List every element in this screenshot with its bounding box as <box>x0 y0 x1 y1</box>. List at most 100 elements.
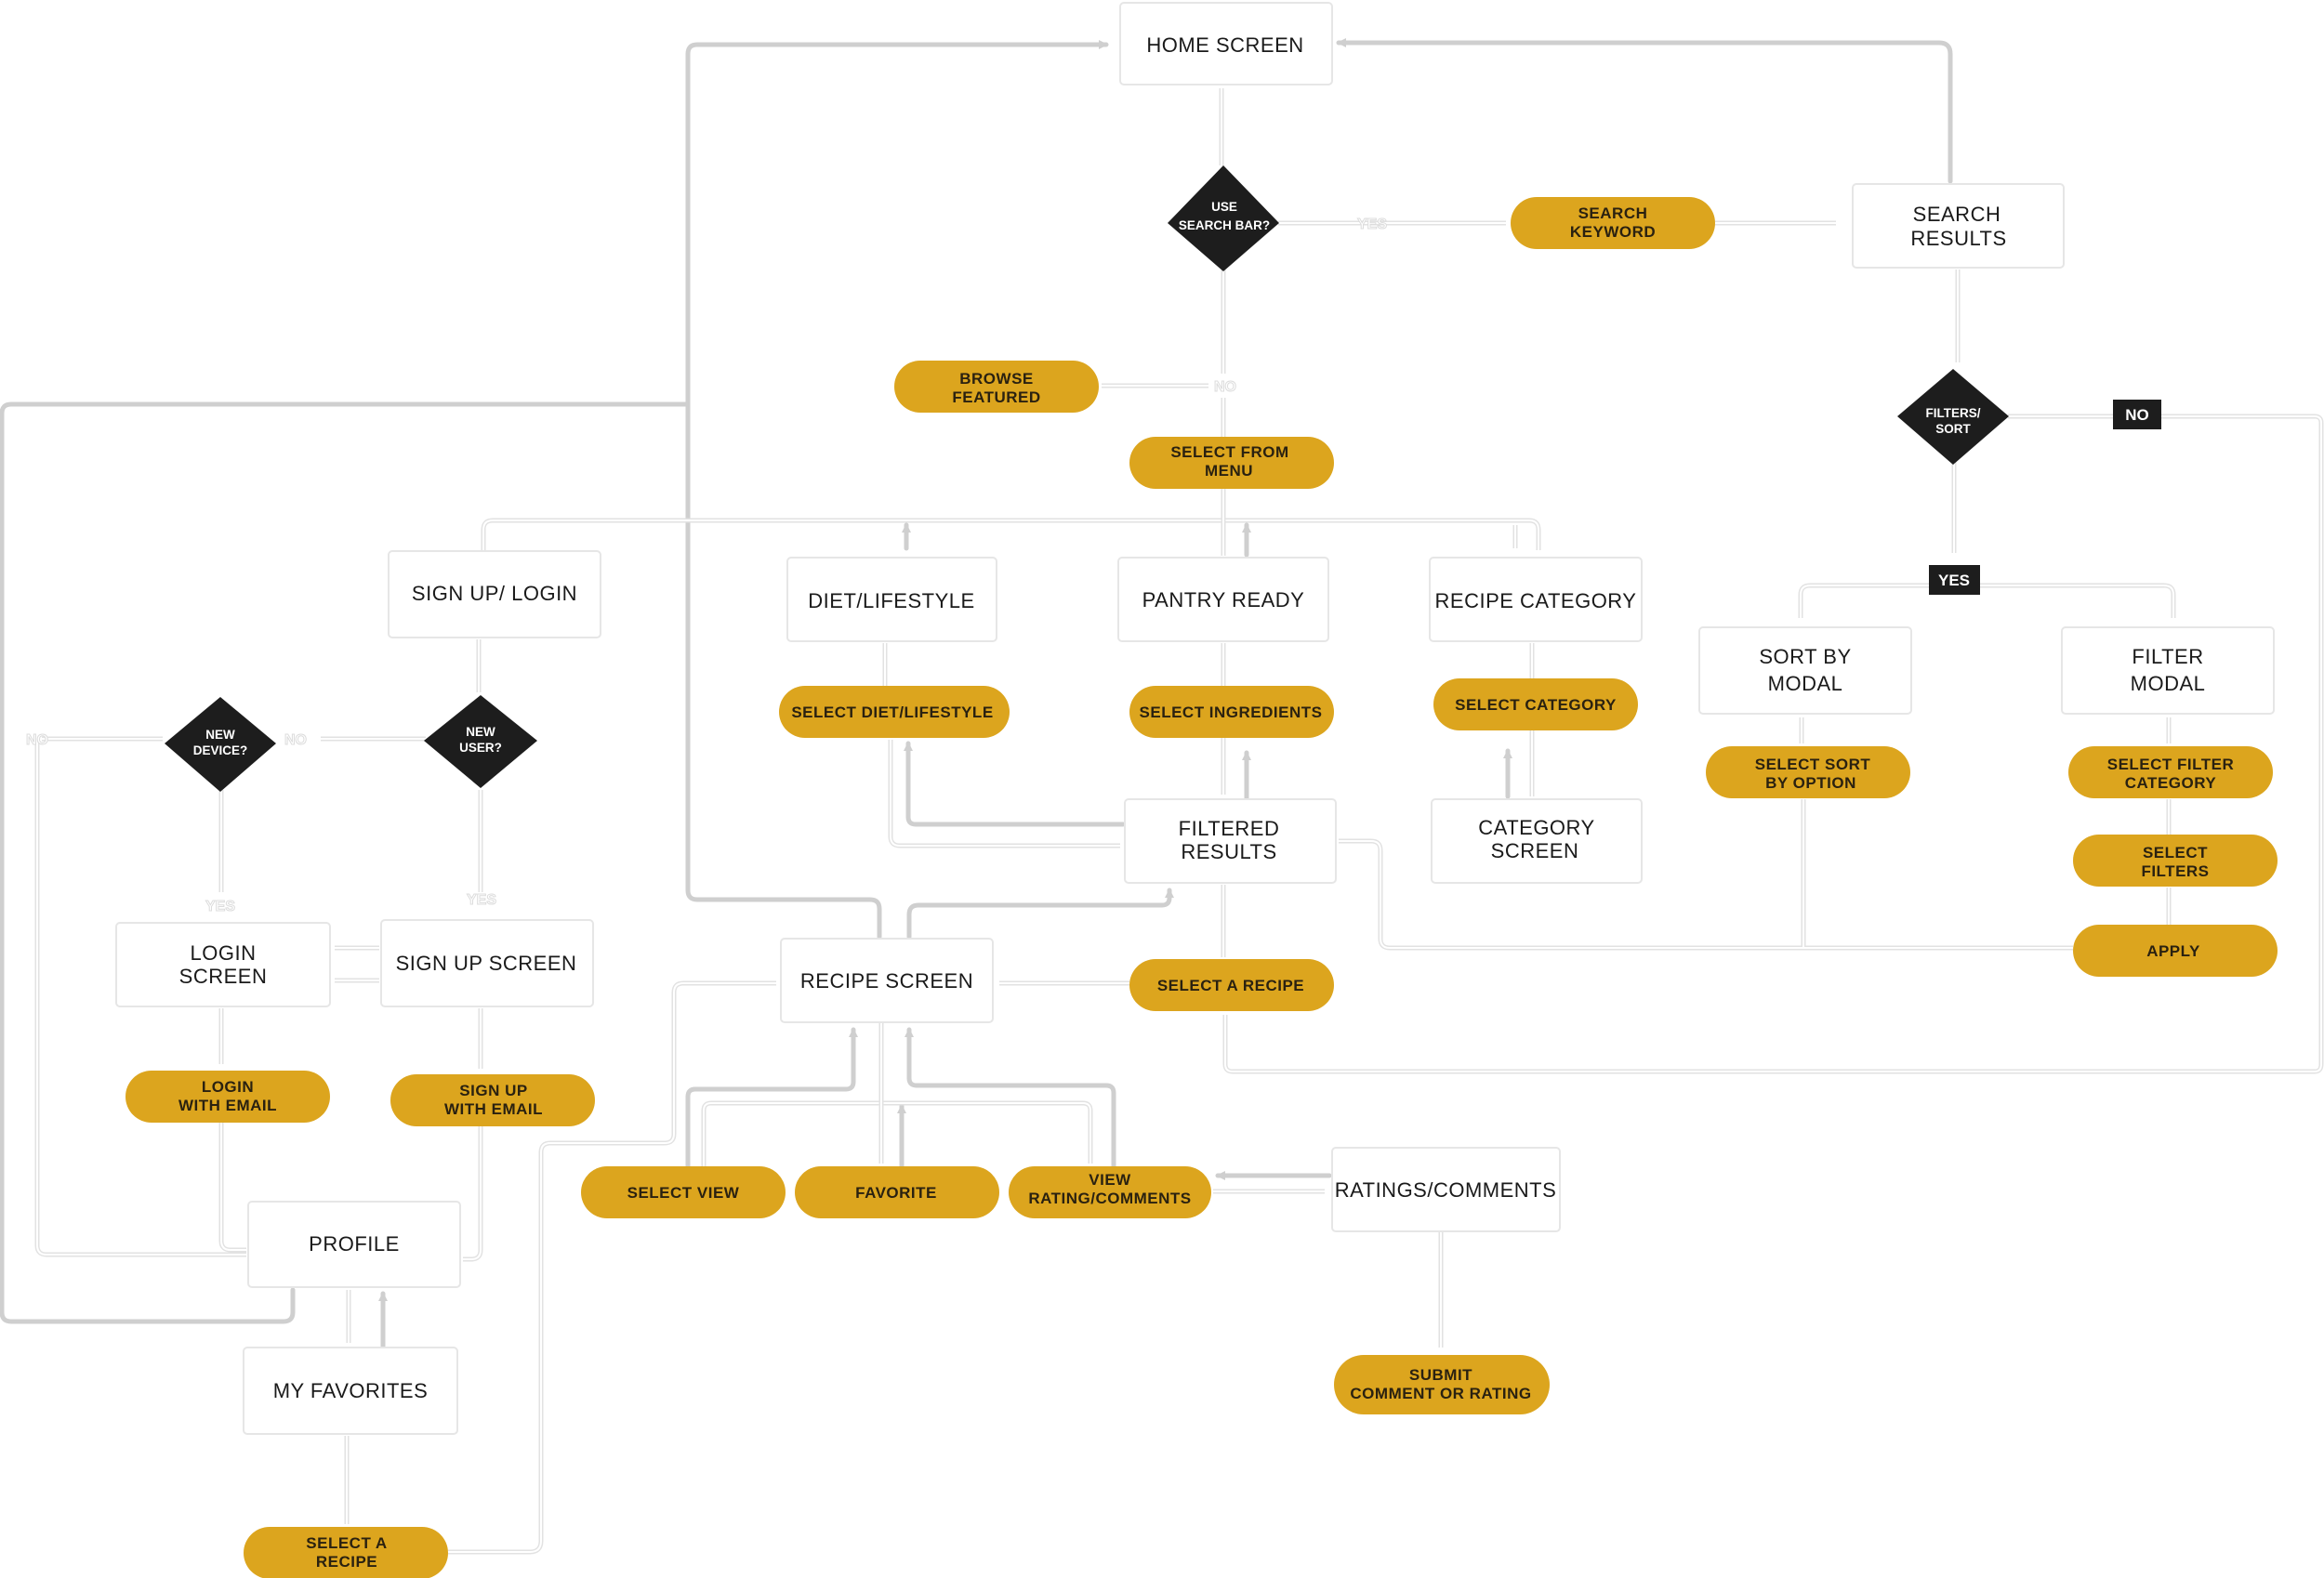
select-category-label: SELECT CATEGORY <box>1455 696 1617 714</box>
signup-with-email-line2: WITH EMAIL <box>444 1100 543 1118</box>
process-pantry-ready: PANTRY READY <box>1117 557 1329 642</box>
connector-search-results-to-home <box>1336 38 1953 184</box>
edge-labels: YES NO NO NO YES YES <box>26 217 1388 915</box>
process-diet-lifestyle: DIET/LIFESTYLE <box>786 557 997 642</box>
select-filter-category-line1: SELECT FILTER <box>2107 756 2235 773</box>
filtered-results-line1: FILTERED <box>1179 817 1280 840</box>
primary-connectors <box>0 38 1953 1350</box>
search-results-label-line1: SEARCH <box>1913 203 2001 226</box>
signup-login-label: SIGN UP/ LOGIN <box>412 582 577 605</box>
search-results-label-line2: RESULTS <box>1910 227 2006 250</box>
action-select-diet-lifestyle: SELECT DIET/LIFESTYLE <box>779 686 1010 738</box>
connector-yes-split <box>1798 583 2176 618</box>
use-search-bar-line1: USE <box>1211 200 1237 214</box>
action-select-sort-option: SELECT SORT BY OPTION <box>1706 746 1910 798</box>
device-no-right-label: NO <box>284 732 307 748</box>
process-signup-login: SIGN UP/ LOGIN <box>388 550 601 638</box>
action-select-a-recipe: SELECT A RECIPE <box>1129 959 1334 1011</box>
apply-label: APPLY <box>2146 942 2200 960</box>
category-screen-line1: CATEGORY <box>1478 816 1594 839</box>
tag-filters-yes: YES <box>1929 565 1980 595</box>
process-ratings-comments: RATINGS/COMMENTS <box>1331 1147 1561 1232</box>
search-keyword-line2: KEYWORD <box>1570 223 1656 241</box>
use-search-bar-line2: SEARCH BAR? <box>1179 218 1270 232</box>
sort-by-modal-line1: SORT BY <box>1759 645 1851 668</box>
action-select-filters: SELECT FILTERS <box>2073 835 2278 887</box>
submit-comment-line1: SUBMIT <box>1409 1366 1472 1384</box>
browse-featured-line1: BROWSE <box>959 370 1034 388</box>
pantry-ready-label: PANTRY READY <box>1142 588 1305 611</box>
signup-screen-label: SIGN UP SCREEN <box>396 952 577 975</box>
process-search-results: SEARCH RESULTS <box>1852 183 2065 269</box>
action-select-ingredients: SELECT INGREDIENTS <box>1129 686 1334 738</box>
action-signup-with-email: SIGN UP WITH EMAIL <box>390 1074 595 1126</box>
process-my-favorites: MY FAVORITES <box>243 1347 458 1435</box>
device-yes-label: YES <box>205 899 235 914</box>
action-browse-featured: BROWSE FEATURED <box>894 361 1099 413</box>
connector-filtered-to-diet <box>904 741 1126 827</box>
connector-recipe-to-home <box>685 40 1109 940</box>
ratings-comments-label: RATINGS/COMMENTS <box>1335 1178 1557 1202</box>
search-no-label: NO <box>1214 379 1236 395</box>
decision-filters-sort: FILTERS/ SORT <box>1897 369 2009 465</box>
new-device-line1: NEW <box>205 728 235 742</box>
action-view-ratings-comments: VIEW RATING/COMMENTS <box>1009 1166 1211 1218</box>
favorite-label: FAVORITE <box>855 1184 937 1202</box>
profile-label: PROFILE <box>309 1232 400 1256</box>
login-screen-line1: LOGIN <box>191 941 257 965</box>
connector-select-view-to-recipe <box>685 1027 858 1169</box>
action-search-keyword: SEARCH KEYWORD <box>1511 197 1715 249</box>
view-ratings-line2: RATING/COMMENTS <box>1028 1190 1191 1207</box>
action-submit-comment: SUBMIT COMMENT OR RATING <box>1334 1355 1550 1414</box>
tag-filters-no: NO <box>2113 400 2161 429</box>
select-a-recipe-fav-line2: RECIPE <box>316 1553 377 1571</box>
process-login-screen: LOGIN SCREEN <box>115 922 331 1007</box>
signup-with-email-line1: SIGN UP <box>459 1082 527 1099</box>
new-user-line1: NEW <box>466 725 495 739</box>
select-filters-line1: SELECT <box>2143 844 2208 861</box>
connector-signup-email-to-profile <box>463 1126 483 1262</box>
process-signup-screen: SIGN UP SCREEN <box>380 919 594 1007</box>
secondary-connectors <box>34 88 2324 1555</box>
select-sort-line1: SELECT SORT <box>1755 756 1871 773</box>
select-a-recipe-label: SELECT A RECIPE <box>1157 977 1304 994</box>
select-diet-lifestyle-label: SELECT DIET/LIFESTYLE <box>791 704 993 721</box>
category-screen-line2: SCREEN <box>1491 839 1579 862</box>
filtered-results-line2: RESULTS <box>1181 840 1276 863</box>
view-ratings-line1: VIEW <box>1089 1171 1131 1189</box>
process-filtered-results: FILTERED RESULTS <box>1124 798 1337 884</box>
home-screen-label: HOME SCREEN <box>1146 33 1303 57</box>
connector-diet-to-filtered <box>888 740 1120 848</box>
action-login-with-email: LOGIN WITH EMAIL <box>125 1071 330 1123</box>
select-filters-line2: FILTERS <box>2141 862 2209 880</box>
submit-comment-line2: COMMENT OR RATING <box>1350 1385 1531 1402</box>
search-keyword-line1: SEARCH <box>1578 204 1648 222</box>
select-filter-category-line2: CATEGORY <box>2125 774 2217 792</box>
process-profile: PROFILE <box>247 1201 461 1288</box>
search-yes-label: YES <box>1357 217 1387 232</box>
select-view-label: SELECT VIEW <box>627 1184 740 1202</box>
process-filter-modal: FILTER MODAL <box>2061 626 2275 715</box>
select-sort-line2: BY OPTION <box>1765 774 1856 792</box>
connector-view-ratings-to-recipe <box>905 1027 1116 1169</box>
login-with-email-line1: LOGIN <box>202 1078 254 1096</box>
decision-new-user: NEW USER? <box>424 695 537 788</box>
process-category-screen: CATEGORY SCREEN <box>1431 798 1643 884</box>
connector-profile-to-home <box>0 401 691 1324</box>
select-ingredients-label: SELECT INGREDIENTS <box>1140 704 1323 721</box>
process-recipe-category: RECIPE CATEGORY <box>1429 557 1643 642</box>
user-yes-label: YES <box>467 892 496 908</box>
select-from-menu-line1: SELECT FROM <box>1170 443 1288 461</box>
select-a-recipe-fav-line1: SELECT A <box>306 1534 387 1552</box>
new-device-line2: DEVICE? <box>193 743 248 757</box>
filters-sort-line1: FILTERS/ <box>1926 406 1981 420</box>
process-recipe-screen: RECIPE SCREEN <box>780 938 994 1023</box>
filters-sort-line2: SORT <box>1935 422 1971 436</box>
my-favorites-label: MY FAVORITES <box>273 1379 429 1402</box>
decision-use-search-bar: USE SEARCH BAR? <box>1168 165 1279 271</box>
action-select-from-menu: SELECT FROM MENU <box>1129 437 1334 489</box>
action-apply: APPLY <box>2073 925 2278 977</box>
action-favorite: FAVORITE <box>795 1166 999 1218</box>
recipe-category-label: RECIPE CATEGORY <box>1435 589 1637 612</box>
